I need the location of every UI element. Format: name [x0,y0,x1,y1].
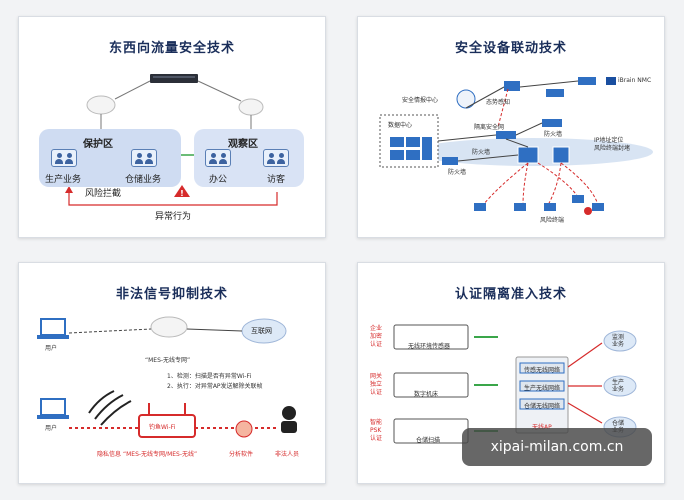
svg-text:!: ! [180,189,184,198]
ssid1-label: 传感无线网络 [524,367,561,374]
step1-label: 1、检测：扫描是否有异常Wi-Fi [167,373,252,380]
router-icon [138,414,196,438]
biz2-label: 生产 业务 [612,379,625,393]
internet-label: 互联网 [251,327,272,335]
isolation-label: IP地址定位 [594,137,624,144]
step2-label: 2、执行：对异常AP发送解除关联帧 [167,383,263,390]
ap-icon [150,316,188,338]
panel-title: 东西向流量安全技术 [108,41,235,56]
panel-title: 认证隔离准入技术 [454,287,567,302]
laptop-icon [40,318,66,336]
ssid2-label: 生产无线网络 [524,385,561,392]
core-switch-icon [150,74,198,83]
privacy-label: 隐私信息 [97,451,122,458]
firewall-label: 防火墙 [448,169,467,176]
storage-label: 仓储业务 [125,175,162,185]
fake-wifi-label: 钓鱼Wi-Fi [149,424,176,431]
datacenter-label: 数据中心 [388,122,413,129]
people-icon [51,149,77,167]
laptop-icon [40,398,66,416]
panel3-graphics [37,316,297,438]
production-label: 生产业务 [45,175,82,185]
auth1-label: 企业 加密 认证 [370,325,383,348]
attacker-label: 非法人员 [275,451,300,458]
fake-ssid-label: “MES-无线专网/MES-无线” [123,451,198,458]
analysis-software-icon [235,420,253,438]
people-icon [131,149,157,167]
ssid-label: “MES-无线专网” [145,357,191,364]
people-icon [205,149,231,167]
warning-icon [174,185,190,197]
situation-label: 态势感知 [486,99,511,106]
people-icon [263,149,289,167]
abnormal-label: 异常行为 [155,212,192,222]
ap-label: 无线AP [532,422,552,431]
attacker-icon [282,406,296,420]
firewall-label: 防火墙 [544,131,563,138]
risk-block-label: 风险终端封堵 [594,145,631,152]
intel-center-label: 安全情报中心 [402,97,439,104]
panel2-graphics [379,77,653,215]
firewall-label: 防火墙 [472,149,491,156]
device1-label: 无线环境传感器 [408,343,451,350]
auth2-label: 网关 独立 认证 [370,373,383,396]
user-label: 用户 [45,425,58,432]
panel4-graphics [393,324,637,444]
risk-terminal-label: 风险终端 [540,217,565,224]
ssid3-label: 仓储无线网络 [524,403,561,410]
visitor-label: 访客 [267,175,286,185]
panel-east-west-traffic: ! ! 东西向流量安全技术 保护区 观察区 生产业务 仓储业务 办公 访客 风险… [18,16,326,238]
security-node-label: 隔离安全网 [474,124,505,131]
protect-zone-label: 保护区 [83,139,113,150]
device2-label: 数字机床 [414,391,439,398]
ap-left-icon [86,95,116,115]
auth3-label: 智能 PSK 认证 [370,419,383,442]
user-label: 用户 [45,345,58,352]
device3-label: 仓储扫描 [416,437,441,444]
panel-illegal-signal: 非法信号抑制技术 用户 互联网 “MES-无线专网” 1、检测：扫描是否有异常W… [18,262,326,484]
panel-title: 非法信号抑制技术 [115,287,228,302]
risk-block-label: 风险拦截 [85,189,122,199]
intel-center-icon [456,89,476,109]
panel-device-linkage: 安全设备联动技术 安全情报中心 态势感知 iBrain NMC 数据中心 隔离安… [357,16,665,238]
biz1-label: 监测 业务 [612,334,625,348]
panel-title: 安全设备联动技术 [454,41,567,56]
watermark: xipai-milan.com.cn [462,428,652,466]
nmc-label: iBrain NMC [618,77,652,84]
ap-right-icon [238,98,264,116]
analysis-label: 分析软件 [229,451,254,458]
office-label: 办公 [209,175,228,185]
observe-zone-label: 观察区 [228,139,258,150]
